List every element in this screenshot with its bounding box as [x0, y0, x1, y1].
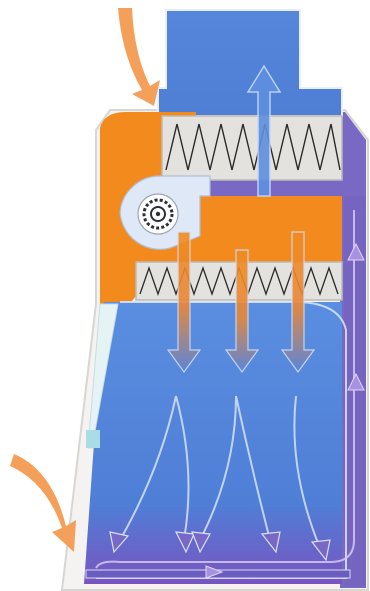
room-air-intake-arrow-top	[118, 8, 160, 106]
sash-lower-lip	[86, 430, 100, 448]
room-air-intake-arrow-front	[10, 454, 76, 552]
downflow-streams	[168, 232, 314, 372]
exhaust-duct	[158, 10, 342, 116]
blower-fan	[138, 194, 178, 234]
